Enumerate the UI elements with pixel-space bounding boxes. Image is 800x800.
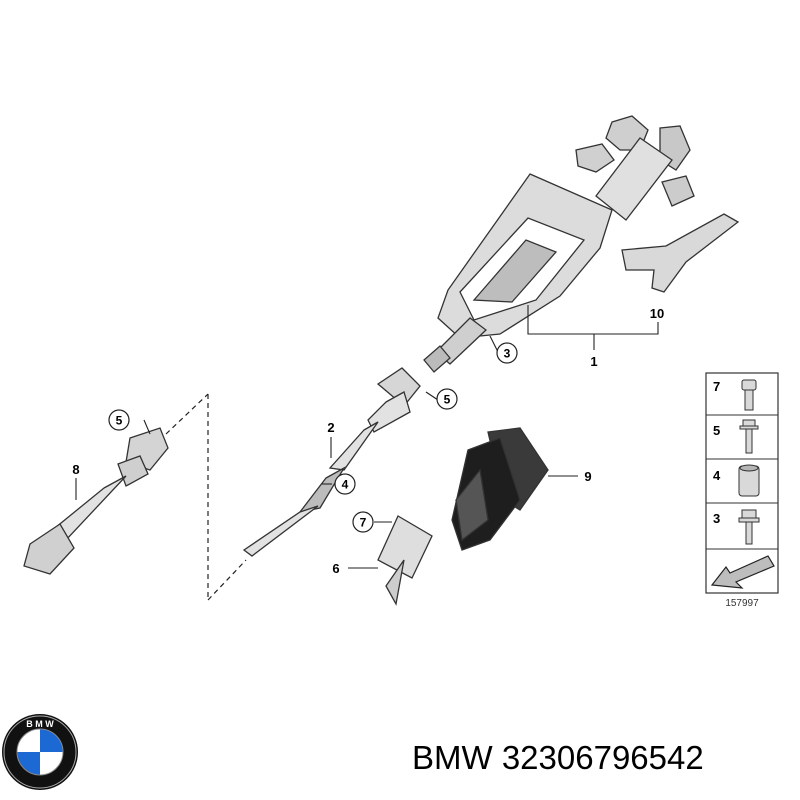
direction-arrow-icon xyxy=(710,555,775,589)
bmw-logo-text: B M W xyxy=(26,719,54,729)
callout-1: 1 xyxy=(590,354,597,369)
callout-3-label: 3 xyxy=(504,347,511,361)
cover-part-6 xyxy=(377,515,433,606)
callout-2: 2 xyxy=(327,420,334,435)
callout-5-upper: 5 xyxy=(436,388,458,410)
bracket-part-10 xyxy=(621,213,740,293)
shaft-part-8 xyxy=(23,427,169,575)
steering-column-housing xyxy=(423,115,695,373)
diagram-reference-number: 157997 xyxy=(725,598,759,609)
callout-10-label: 10 xyxy=(650,306,664,321)
callout-3: 3 xyxy=(496,342,518,364)
dashed-relation-lines xyxy=(165,393,247,601)
callout-9: 9 xyxy=(584,469,591,484)
screw-icon xyxy=(741,379,757,411)
legend-item-5: 5 xyxy=(713,423,720,438)
flange-bolt-icon xyxy=(739,419,759,454)
legend-item-3: 3 xyxy=(713,511,720,526)
part-caption: BMW 32306796542 xyxy=(412,736,792,780)
callout-7: 7 xyxy=(352,511,374,533)
callout-5-left: 5 xyxy=(108,409,130,431)
brand-name: BMW xyxy=(412,739,493,776)
callout-8-label: 8 xyxy=(72,462,79,477)
legend-item-7: 7 xyxy=(713,379,720,394)
callout-9-label: 9 xyxy=(584,469,591,484)
intermediate-shaft-part-2 xyxy=(242,367,421,557)
callout-10: 10 xyxy=(650,306,664,321)
callout-5-upper-label: 5 xyxy=(444,393,451,407)
callout-7-label: 7 xyxy=(360,516,367,530)
part-number: 32306796542 xyxy=(501,739,704,776)
fastener-legend: 7 5 4 3 157997 xyxy=(705,372,779,609)
leader-lines xyxy=(75,305,659,569)
hex-bolt-icon xyxy=(738,509,760,545)
boot-seal-part-9 xyxy=(451,427,549,551)
callout-6-label: 6 xyxy=(332,561,339,576)
callout-2-label: 2 xyxy=(327,420,334,435)
callout-6: 6 xyxy=(332,561,339,576)
callout-5-left-label: 5 xyxy=(116,414,123,428)
callout-4-label: 4 xyxy=(342,478,349,492)
legend-item-4: 4 xyxy=(713,468,721,483)
bmw-logo: B M W xyxy=(2,714,78,790)
callout-1-label: 1 xyxy=(590,354,597,369)
callout-4: 4 xyxy=(334,473,356,495)
callout-8: 8 xyxy=(72,462,79,477)
nut-icon xyxy=(738,464,760,497)
